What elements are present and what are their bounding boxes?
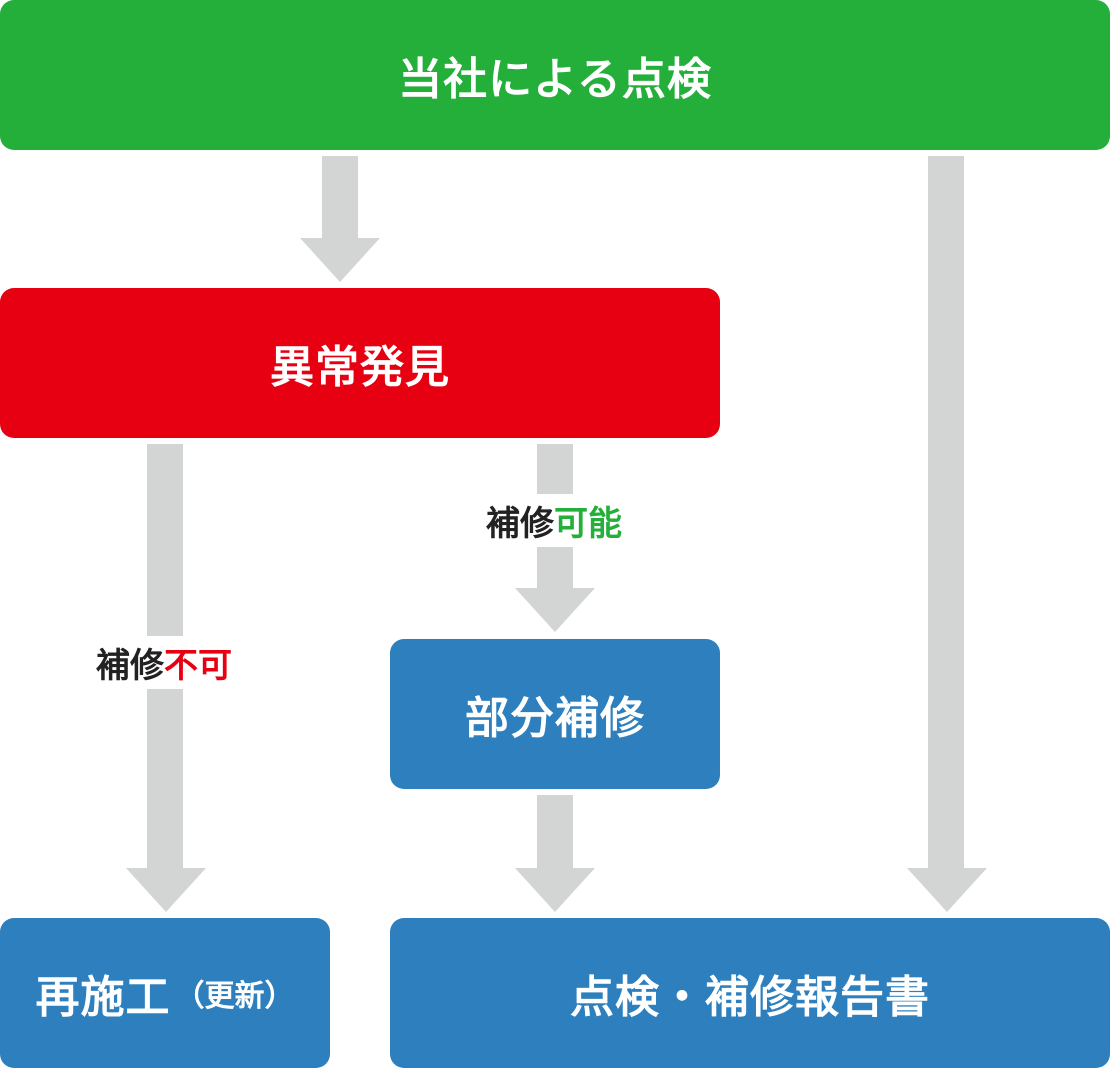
edge-label-repairable-prefix: 補修 [486,504,554,544]
report-node: 点検・補修報告書 [390,918,1110,1068]
edge-label-unrepairable-prefix: 補修 [96,646,164,686]
reconstruction-label: 再施工 [35,972,171,1023]
edge-label-unrepairable: 補修不可 [92,636,236,689]
reconstruction-node: 再施工（更新） [0,918,330,1068]
arrow-inspection-to-anomaly [300,156,380,282]
partial-repair-node: 部分補修 [390,639,720,789]
edge-label-repairable: 補修可能 [482,494,626,547]
arrow-inspection-to-report [907,156,987,912]
anomaly-node: 異常発見 [0,288,720,438]
report-label: 点検・補修報告書 [570,972,930,1023]
arrow-partial-repair-to-report [515,795,595,912]
edge-label-repairable-suffix: 可能 [554,504,622,544]
partial-repair-label: 部分補修 [465,693,645,744]
reconstruction-note: （更新） [174,979,295,1014]
edge-label-unrepairable-suffix: 不可 [164,646,232,686]
inspection-node: 当社による点検 [0,0,1110,150]
inspection-label: 当社による点検 [398,54,712,105]
anomaly-label: 異常発見 [270,342,450,393]
